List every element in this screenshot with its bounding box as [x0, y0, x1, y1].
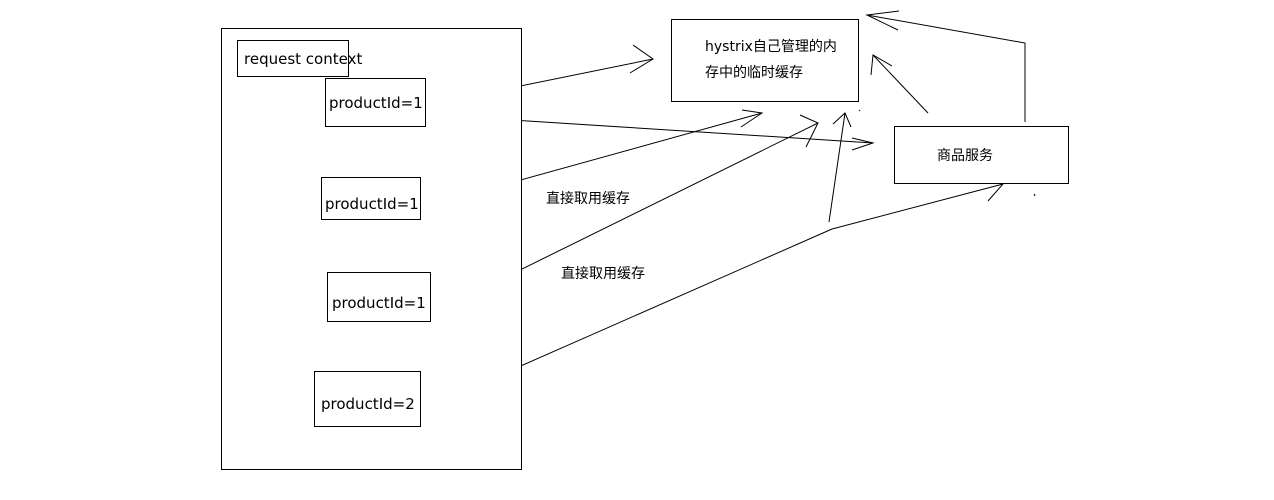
- hystrix-cache-box: hystrix自己管理的内 存中的临时缓存: [671, 19, 859, 102]
- cache-label-line1: hystrix自己管理的内: [705, 39, 837, 55]
- cache-label-line2: 存中的临时缓存: [705, 65, 803, 81]
- arrow-service-to-cache: [870, 54, 929, 114]
- arrow-service-loop-to-cache: [865, 10, 1026, 122]
- request-box-2: productId=1: [321, 177, 421, 220]
- annotation-cache-hit-2: 直接取用缓存: [561, 266, 645, 282]
- request-context-label: request context: [244, 50, 363, 68]
- request-label-2: productId=1: [325, 195, 419, 213]
- product-service-label: 商品服务: [937, 148, 993, 164]
- product-service-box: 商品服务: [894, 126, 1069, 184]
- request-context-label-box: request context: [237, 40, 362, 77]
- request-label-3: productId=1: [332, 294, 426, 312]
- request-label-4: productId=2: [321, 395, 415, 413]
- request-label-1: productId=1: [329, 94, 423, 112]
- request-box-1: productId=1: [325, 78, 426, 127]
- request-box-4: productId=2: [314, 371, 421, 427]
- request-box-3: productId=1: [327, 272, 431, 322]
- arrow-elbow-to-cache: [828, 112, 852, 223]
- annotation-cache-hit-1: 直接取用缓存: [546, 191, 630, 207]
